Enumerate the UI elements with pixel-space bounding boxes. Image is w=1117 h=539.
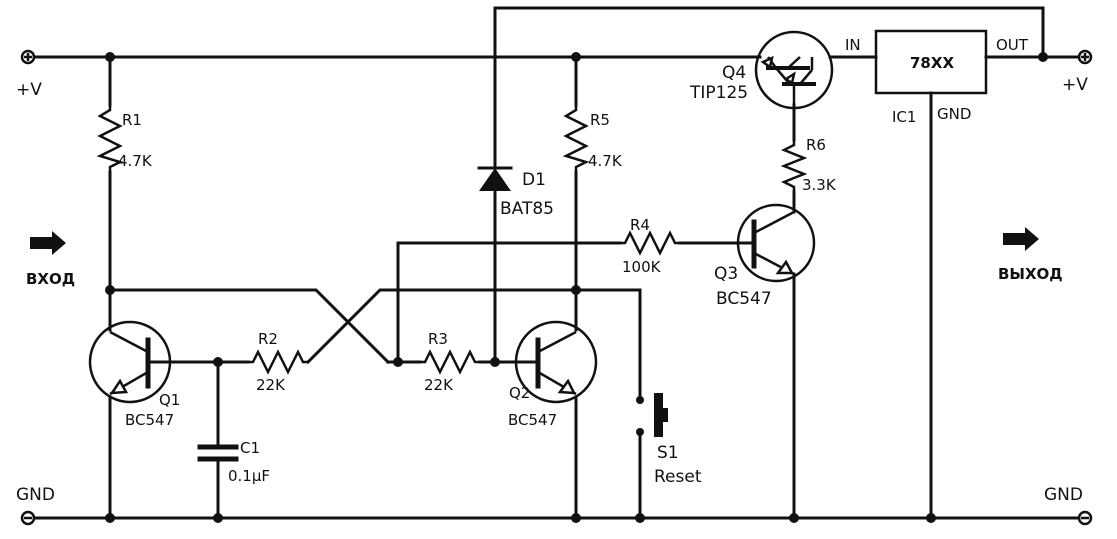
input-arrow-icon	[30, 231, 66, 255]
cross-coupling-wires	[108, 288, 642, 397]
s1-ref: S1	[657, 443, 679, 463]
vplus-left-label: +V	[16, 80, 42, 100]
vplus-left-terminal	[20, 49, 36, 65]
transistor-q2	[514, 320, 598, 404]
diode-d1	[477, 166, 513, 364]
d1-part: BAT85	[500, 199, 554, 219]
q1-part: BC547	[125, 411, 174, 429]
reset-switch	[636, 393, 668, 520]
feedback-wire	[493, 6, 1045, 170]
resistor-r5	[562, 105, 590, 172]
q1-ref: Q1	[159, 391, 180, 409]
ic1-pin-gnd: GND	[937, 105, 971, 123]
d1-ref: D1	[522, 170, 546, 190]
c1-ref: C1	[240, 439, 260, 457]
vplus-right-label: +V	[1062, 75, 1088, 95]
q4-part: TIP125	[689, 83, 748, 103]
s1-label: Reset	[654, 467, 702, 487]
ic1-part: 78XX	[910, 54, 954, 72]
q3-part: BC547	[716, 289, 772, 309]
r6-ref: R6	[806, 136, 826, 154]
r2-ref: R2	[258, 330, 278, 348]
junction-dots	[105, 52, 1048, 523]
r5-ref: R5	[590, 111, 610, 129]
resistor-r2	[216, 349, 308, 375]
gnd-left-label: GND	[16, 485, 55, 505]
q4-ref: Q4	[722, 63, 746, 83]
gnd-right-label: GND	[1044, 485, 1083, 505]
resistor-r4	[620, 230, 680, 256]
transistor-q4	[754, 30, 834, 110]
gnd-left-terminal	[20, 510, 36, 526]
gnd-right-terminal	[1077, 510, 1093, 526]
r4-ref: R4	[630, 216, 650, 234]
q2-ref: Q2	[509, 384, 530, 402]
ic1-pin-out: OUT	[996, 36, 1029, 54]
r1-value: 4.7K	[118, 152, 153, 170]
q2-part: BC547	[508, 411, 557, 429]
r6-value: 3.3K	[802, 176, 837, 194]
r3-value: 22K	[424, 376, 454, 394]
c1-value: 0.1µF	[228, 467, 270, 485]
resistor-r1	[96, 105, 124, 172]
resistor-r6	[780, 103, 808, 214]
ic1-ref: IC1	[892, 108, 916, 126]
output-label: ВЫХОД	[998, 265, 1063, 283]
r3-ref: R3	[428, 330, 448, 348]
output-arrow-icon	[1003, 227, 1039, 251]
r4-feed-wire	[396, 241, 754, 364]
capacitor-c1	[197, 360, 239, 520]
transistor-q3	[736, 203, 816, 520]
q3-ref: Q3	[714, 264, 738, 284]
ic1-pin-in: IN	[845, 36, 861, 54]
vplus-right-terminal	[1077, 49, 1093, 65]
regulator-ic1	[874, 29, 988, 520]
r5-value: 4.7K	[588, 152, 623, 170]
transistor-q1	[88, 320, 220, 404]
r1-ref: R1	[122, 111, 142, 129]
r4-value: 100K	[622, 258, 662, 276]
r2-value: 22K	[256, 376, 286, 394]
input-label: ВХОД	[26, 270, 75, 288]
